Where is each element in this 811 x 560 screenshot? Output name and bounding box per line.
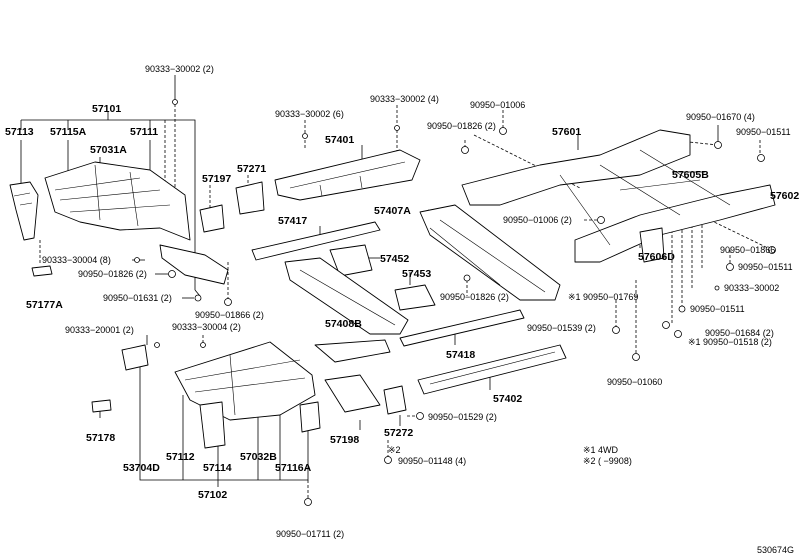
label-90950-01148-4: 90950−01148 (4) — [398, 456, 466, 466]
label-57272: 57272 — [384, 427, 413, 439]
label-90333-30004-8: 90333−30004 (8) — [42, 255, 111, 265]
label-57111: 57111 — [130, 126, 158, 138]
label-57198: 57198 — [330, 434, 359, 446]
label-90950-01866: 90950−01866 — [720, 245, 775, 255]
label-57417: 57417 — [278, 215, 307, 227]
label-53704D: 53704D — [123, 462, 160, 474]
label-90333-30002-4: 90333−30002 (4) — [370, 94, 439, 104]
label-57197: 57197 — [202, 173, 231, 185]
label-90950-01866-2: 90950−01866 (2) — [195, 310, 264, 320]
label-90950-01511a: 90950−01511 — [736, 127, 791, 137]
label-90950-01769: ※1 90950−01769 — [568, 292, 638, 302]
label-57114: 57114 — [203, 462, 232, 474]
label-90950-01670-4: 90950−01670 (4) — [686, 112, 755, 122]
label-57402: 57402 — [493, 393, 522, 405]
label-90333-30002: 90333−30002 — [724, 283, 779, 293]
label-57031A: 57031A — [90, 144, 127, 156]
diagram-ref-code: 530674G — [757, 545, 794, 555]
part-artwork — [9, 129, 776, 449]
label-90950-01529-2: 90950−01529 (2) — [428, 412, 497, 422]
label-90950-01511c: 90950−01511 — [690, 304, 745, 314]
label-57101: 57101 — [92, 103, 121, 115]
label-57408B: 57408B — [325, 318, 362, 330]
label-90950-01684-2: 90950−01684 (2) — [705, 328, 774, 338]
legend-notes: ※1 4WD ※2 ( −9908) — [583, 445, 632, 466]
label-57601: 57601 — [552, 126, 581, 138]
label-57177A: 57177A — [26, 299, 63, 311]
label-57606D: 57606D — [638, 251, 675, 263]
fasteners — [134, 99, 776, 506]
label-57112: 57112 — [166, 451, 195, 463]
label-mark-2: ※2 — [388, 445, 401, 455]
label-90950-01006-2: 90950−01006 (2) — [503, 215, 572, 225]
label-90950-01539-2: 90950−01539 (2) — [527, 323, 596, 333]
label-57102: 57102 — [198, 489, 227, 501]
note-date-range: ※2 ( −9908) — [583, 456, 632, 466]
label-57605B: 57605B — [672, 169, 709, 181]
label-90950-01518-2: ※1 90950−01518 (2) — [688, 337, 772, 347]
label-90950-01006: 90950−01006 — [470, 100, 525, 110]
label-57453: 57453 — [402, 268, 431, 280]
label-57032B: 57032B — [240, 451, 277, 463]
label-57452: 57452 — [380, 253, 409, 265]
label-90333-20001-2: 90333−20001 (2) — [65, 325, 134, 335]
label-90333-30002-2: 90333−30002 (2) — [145, 64, 214, 74]
label-90950-01511b: 90950−01511 — [738, 262, 793, 272]
label-90950-01631-2: 90950−01631 (2) — [103, 293, 172, 303]
note-4wd: ※1 4WD — [583, 445, 619, 455]
label-57178: 57178 — [86, 432, 115, 444]
label-90950-01826-2c: 90950−01826 (2) — [427, 121, 496, 131]
label-90950-01711-2: 90950−01711 (2) — [276, 529, 344, 539]
label-57115A: 57115A — [50, 126, 87, 138]
label-57602: 57602 — [770, 190, 799, 202]
label-57401: 57401 — [325, 134, 354, 146]
label-90333-30002-6: 90333−30002 (6) — [275, 109, 344, 119]
label-57116A: 57116A — [275, 462, 312, 474]
label-57271: 57271 — [237, 163, 266, 175]
label-57407A: 57407A — [374, 205, 411, 217]
label-90950-01826-2b: 90950−01826 (2) — [440, 292, 509, 302]
label-57113: 57113 — [5, 126, 34, 138]
label-57418: 57418 — [446, 349, 475, 361]
part-labels: 57101 57113 57115A 57111 57031A 90333−30… — [5, 64, 799, 539]
label-90950-01826-2a: 90950−01826 (2) — [78, 269, 147, 279]
label-90333-30004-2: 90333−30004 (2) — [172, 322, 241, 332]
label-90950-01060: 90950−01060 — [607, 377, 662, 387]
